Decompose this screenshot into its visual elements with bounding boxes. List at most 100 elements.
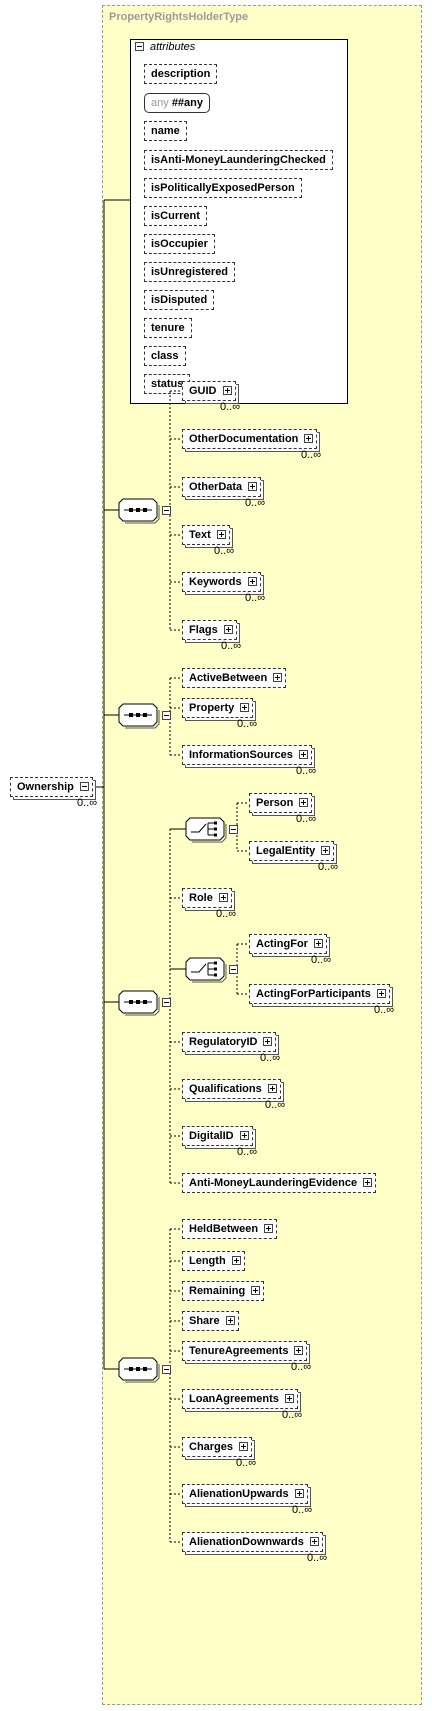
occurrence-text: 0..∞: [214, 545, 235, 557]
occurrence-actingforparticipants: 0..∞: [374, 1004, 395, 1016]
choice-1[interactable]: [185, 817, 227, 843]
expand-otherdata-icon[interactable]: [248, 482, 257, 491]
expand-alienationupwards-icon[interactable]: [295, 1489, 304, 1498]
occurrence-qualifications: 0..∞: [265, 1099, 286, 1111]
collapse-sequence-3-icon[interactable]: [162, 998, 171, 1007]
element-otherdocumentation[interactable]: OtherDocumentation: [182, 429, 318, 449]
any-attribute-keyword: any: [151, 97, 169, 109]
element-remaining[interactable]: Remaining: [182, 1281, 265, 1301]
element-loanagreements[interactable]: LoanAgreements: [182, 1389, 298, 1409]
element-actingforparticipants[interactable]: ActingForParticipants: [249, 984, 390, 1004]
element-regulatoryid[interactable]: RegulatoryID: [182, 1032, 277, 1052]
element-length[interactable]: Length: [182, 1251, 245, 1271]
occurrence-property: 0..∞: [237, 718, 258, 730]
expand-actingforparticipants-icon[interactable]: [377, 989, 386, 998]
occurrence-tenureagreements: 0..∞: [291, 1361, 312, 1373]
collapse-sequence-2-icon[interactable]: [162, 711, 171, 720]
occurrence-informationsources: 0..∞: [296, 765, 317, 777]
collapse-attributes-icon[interactable]: [135, 42, 144, 51]
choice-2[interactable]: [185, 957, 227, 983]
element-tenureagreements[interactable]: TenureAgreements: [182, 1341, 308, 1361]
expand-property-icon[interactable]: [240, 703, 249, 712]
expand-legalentity-icon[interactable]: [321, 846, 330, 855]
expand-length-icon[interactable]: [232, 1256, 241, 1265]
expand-digitalid-icon[interactable]: [240, 1131, 249, 1140]
element-qualifications[interactable]: Qualifications: [182, 1079, 281, 1099]
element-person[interactable]: Person: [249, 793, 313, 813]
attribute-isOccupier[interactable]: isOccupier: [144, 234, 215, 254]
expand-regulatoryid-icon[interactable]: [263, 1037, 272, 1046]
complex-type-title: PropertyRightsHolderType: [109, 11, 249, 23]
element-ownership[interactable]: Ownership: [10, 777, 93, 797]
element-guid[interactable]: GUID: [182, 381, 236, 401]
occurrence-role: 0..∞: [216, 908, 237, 920]
expand-informationsources-icon[interactable]: [299, 750, 308, 759]
expand-remaining-icon[interactable]: [251, 1286, 260, 1295]
collapse-sequence-4-icon[interactable]: [162, 1365, 171, 1374]
expand-person-icon[interactable]: [299, 798, 308, 807]
occurrence-keywords: 0..∞: [245, 592, 266, 604]
expand-alienationdownwards-icon[interactable]: [310, 1537, 319, 1546]
expand-loanagreements-icon[interactable]: [285, 1394, 294, 1403]
element-digitalid[interactable]: DigitalID: [182, 1126, 253, 1146]
collapse-choice-2-icon[interactable]: [229, 965, 238, 974]
element-keywords[interactable]: Keywords: [182, 572, 261, 592]
expand-actingfor-icon[interactable]: [314, 939, 323, 948]
occurrence-person: 0..∞: [296, 813, 317, 825]
expand-qualifications-icon[interactable]: [268, 1084, 277, 1093]
attribute-description[interactable]: description: [144, 64, 218, 84]
element-heldbetween[interactable]: HeldBetween: [182, 1219, 278, 1239]
any-attribute[interactable]: any ##any: [144, 93, 211, 113]
attribute-name[interactable]: name: [144, 121, 187, 141]
element-actingfor[interactable]: ActingFor: [249, 934, 327, 954]
sequence-1[interactable]: [118, 498, 160, 524]
expand-keywords-icon[interactable]: [248, 577, 257, 586]
sequence-2[interactable]: [118, 703, 160, 729]
expand-share-icon[interactable]: [226, 1316, 235, 1325]
occurrence-otherdocumentation: 0..∞: [301, 449, 322, 461]
attribute-isPoliticallyExposedPerson[interactable]: isPoliticallyExposedPerson: [144, 178, 302, 198]
element-flags[interactable]: Flags: [182, 620, 237, 640]
element-alienationupwards[interactable]: AlienationUpwards: [182, 1484, 308, 1504]
element-property[interactable]: Property: [182, 698, 254, 718]
element-activebetween[interactable]: ActiveBetween: [182, 668, 287, 688]
expand-tenureagreements-icon[interactable]: [294, 1346, 303, 1355]
occurrence-regulatoryid: 0..∞: [260, 1052, 281, 1064]
element-legalentity[interactable]: LegalEntity: [249, 841, 335, 861]
occurrence-legalentity: 0..∞: [318, 861, 339, 873]
occurrence-otherdata: 0..∞: [245, 497, 266, 509]
expand-role-icon[interactable]: [219, 893, 228, 902]
element-share[interactable]: Share: [182, 1311, 239, 1331]
expand-text-icon[interactable]: [217, 530, 226, 539]
element-anti-moneylaunderingevidence[interactable]: Anti-MoneyLaunderingEvidence: [182, 1173, 377, 1193]
expand-flags-icon[interactable]: [224, 625, 233, 634]
collapse-sequence-1-icon[interactable]: [162, 506, 171, 515]
element-informationsources[interactable]: InformationSources: [182, 745, 312, 765]
occurrence-digitalid: 0..∞: [237, 1146, 258, 1158]
attributes-title: attributes: [150, 41, 196, 53]
expand-charges-icon[interactable]: [239, 1442, 248, 1451]
element-charges[interactable]: Charges: [182, 1437, 253, 1457]
collapse-choice-1-icon[interactable]: [229, 825, 238, 834]
element-alienationdownwards[interactable]: AlienationDownwards: [182, 1532, 323, 1552]
attribute-isDisputed[interactable]: isDisputed: [144, 290, 215, 310]
collapse-ownership-icon[interactable]: [80, 782, 89, 791]
attribute-tenure[interactable]: tenure: [144, 318, 192, 338]
attribute-status[interactable]: status: [144, 374, 191, 394]
sequence-3[interactable]: [118, 990, 160, 1016]
attribute-isAnti-MoneyLaunderingChecked[interactable]: isAnti-MoneyLaunderingChecked: [144, 150, 333, 170]
expand-otherdocumentation-icon[interactable]: [304, 434, 313, 443]
occurrence-guid: 0..∞: [220, 401, 241, 413]
sequence-4[interactable]: [118, 1357, 160, 1383]
element-otherdata[interactable]: OtherData: [182, 477, 262, 497]
occurrence-actingfor: 0..∞: [311, 954, 332, 966]
occurrence-flags: 0..∞: [221, 640, 242, 652]
expand-guid-icon[interactable]: [223, 386, 232, 395]
expand-anti-moneylaunderingevidence-icon[interactable]: [363, 1178, 372, 1187]
expand-heldbetween-icon[interactable]: [264, 1224, 273, 1233]
attribute-class[interactable]: class: [144, 346, 186, 366]
attribute-isCurrent[interactable]: isCurrent: [144, 206, 207, 226]
expand-activebetween-icon[interactable]: [273, 673, 282, 682]
attribute-isUnregistered[interactable]: isUnregistered: [144, 262, 236, 282]
